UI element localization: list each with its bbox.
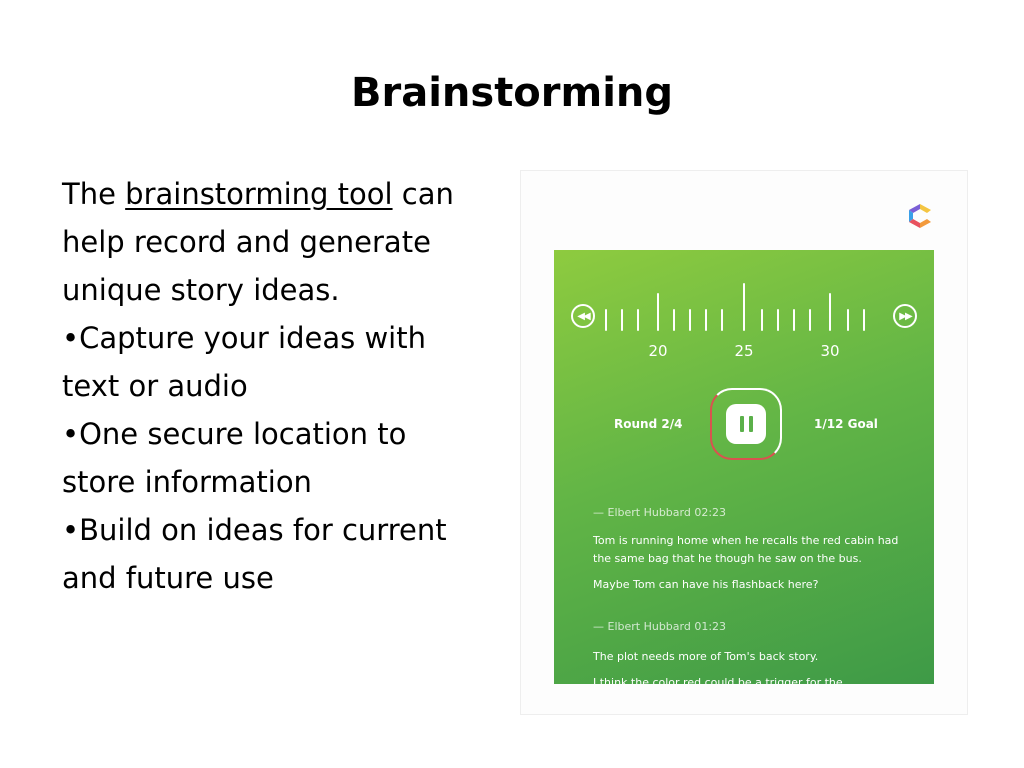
bullet-build: •Build on ideas for current and future u… xyxy=(62,513,447,595)
note-text: Tom is running home when he recalls the … xyxy=(593,534,899,565)
bullet-capture: •Capture your ideas with text or audio xyxy=(62,321,426,403)
tick-label: 25 xyxy=(734,342,754,360)
bullet-secure: •One secure location to store informatio… xyxy=(62,417,407,499)
rewind-icon[interactable]: ◀◀ xyxy=(571,304,595,328)
slide-title: Brainstorming xyxy=(350,70,674,116)
pause-icon xyxy=(739,416,744,432)
pause-button[interactable] xyxy=(726,404,766,444)
note-text: I think the color red could be a trigger… xyxy=(593,676,843,684)
note-text: The plot needs more of Tom's back story. xyxy=(593,650,819,663)
fast-forward-icon[interactable]: ▶▶ xyxy=(893,304,917,328)
intro-after-link: can help record and generate unique stor… xyxy=(62,177,454,307)
brainstorming-tool-link[interactable]: brainstorming tool xyxy=(125,177,393,211)
timeline-ticks[interactable] xyxy=(554,250,934,380)
intro-paragraph: The brainstorming tool can help record a… xyxy=(62,170,482,314)
note-author: — Elbert Hubbard 02:23 xyxy=(593,506,727,519)
round-counter: Round 2/4 xyxy=(614,417,683,431)
tick-label: 20 xyxy=(648,342,668,360)
pause-icon xyxy=(748,416,753,432)
recording-progress-ring xyxy=(710,388,782,460)
goal-counter: 1/12 Goal xyxy=(814,417,878,431)
brainstorm-app-panel: ◀◀ ▶▶ 20 25 30 Round 2/4 1/12 Goal — Elb… xyxy=(554,250,934,684)
tick-label: 30 xyxy=(820,342,840,360)
intro-before-link: The xyxy=(62,177,126,211)
app-logo xyxy=(909,204,931,228)
note-author: — Elbert Hubbard 01:23 xyxy=(593,620,727,633)
slide-body: The brainstorming tool can help record a… xyxy=(62,170,482,602)
note-text: Maybe Tom can have his flashback here? xyxy=(593,578,819,591)
